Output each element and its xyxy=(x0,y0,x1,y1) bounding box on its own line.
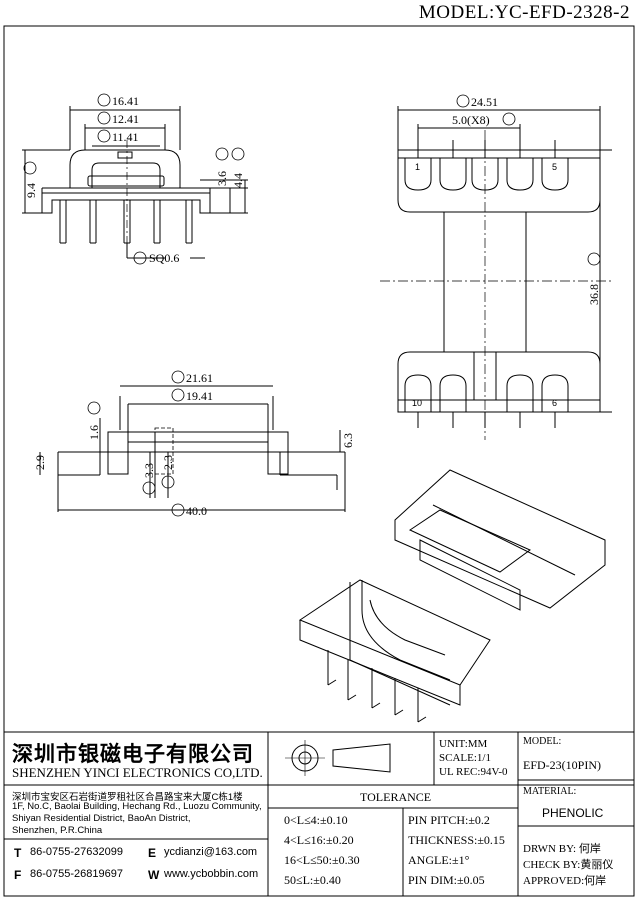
approved-by: APPROVED:何岸 xyxy=(523,875,607,887)
side-view xyxy=(39,385,346,512)
email-address: ycdianzi@163.com xyxy=(164,846,258,858)
pin-6-label: 6 xyxy=(552,398,557,408)
dim-j: 19.41 xyxy=(186,389,213,403)
dim-2-9: 2.9 xyxy=(33,455,47,470)
unit: UNIT:MM xyxy=(439,738,488,750)
web-label: W xyxy=(148,868,160,882)
company-name-en: SHENZHEN YINCI ELECTRONICS CO,LTD. xyxy=(12,765,263,780)
material-value: PHENOLIC xyxy=(542,806,604,820)
tolerance-row-3: 16<L≤50:±0.30 xyxy=(284,853,360,867)
dim-c: 11.41 xyxy=(112,130,139,144)
website: www.ycbobbin.com xyxy=(164,868,259,880)
pin-dim-tol: PIN DIM:±0.05 xyxy=(408,873,485,887)
pin-1-label: 1 xyxy=(415,162,420,172)
model-title: MODEL: xyxy=(523,736,562,747)
dim-6-3: 6.3 xyxy=(341,433,355,448)
dim-b: 12.41 xyxy=(112,112,139,126)
dim-l: 2.3 xyxy=(161,455,175,470)
address-line-1: 1F, No.C, Baolai Building, Hechang Rd., … xyxy=(12,801,262,812)
pin-10-label: 10 xyxy=(412,398,422,408)
email-label: E xyxy=(148,846,157,860)
isometric-view xyxy=(298,469,606,723)
dimension-labels: 16.41 12.41 11.41 9.4 SQ0.6 3.6 4.4 24.5… xyxy=(24,94,601,518)
front-view xyxy=(22,106,248,259)
tel-label: T xyxy=(14,846,22,860)
drawing-border xyxy=(3,25,635,897)
dim-n: 24.51 xyxy=(471,95,498,109)
thickness-tol: THICKNESS:±0.15 xyxy=(408,833,505,847)
dim-i: 21.61 xyxy=(186,371,213,385)
drawn-by: DRWN BY: 何岸 xyxy=(523,843,601,855)
scale: SCALE:1/1 xyxy=(439,752,491,764)
dim-a: 16.41 xyxy=(112,94,139,108)
pin-pitch-tol: PIN PITCH:±0.2 xyxy=(408,813,490,827)
tel-number: 86-0755-27632099 xyxy=(30,846,123,858)
fax-number: 86-0755-26819697 xyxy=(30,868,123,880)
model-number: MODEL:YC-EFD-2328-2 xyxy=(418,2,630,23)
title-block xyxy=(4,731,634,896)
dim-e: SQ0.6 xyxy=(149,251,179,265)
ul-rec: UL REC:94V-0 xyxy=(439,766,508,778)
dim-h: 1.6 xyxy=(87,425,101,440)
address-line-2: Shiyan Residential District, BaoAn Distr… xyxy=(12,813,191,824)
dim-f: 3.6 xyxy=(215,171,229,186)
address-line-3: Shenzhen, P.R.China xyxy=(12,825,103,836)
tolerance-row-4: 50≤L:±0.40 xyxy=(284,873,341,887)
company-name-cn: 深圳市银磁电子有限公司 xyxy=(12,742,254,766)
dimension-markers xyxy=(23,93,601,517)
angle-tol: ANGLE:±1° xyxy=(408,853,470,867)
tolerance-title: TOLERANCE xyxy=(360,790,432,804)
fax-label: F xyxy=(14,868,22,882)
dim-k: 3.3 xyxy=(142,463,156,478)
dim-d: 9.4 xyxy=(24,183,38,198)
model-value: EFD-23(10PIN) xyxy=(523,758,601,772)
dim-m: 40.0 xyxy=(186,504,207,518)
tolerance-row-2: 4<L≤16:±0.20 xyxy=(284,833,354,847)
dim-o: 5.0(X8) xyxy=(452,113,490,127)
top-view xyxy=(380,106,612,440)
checked-by: CHECK BY:黄丽仪 xyxy=(523,859,614,871)
dim-p: 36.8 xyxy=(587,284,601,305)
tolerance-row-1: 0<L≤4:±0.10 xyxy=(284,813,348,827)
dim-g: 4.4 xyxy=(231,173,245,188)
address-cn: 深圳市宝安区石岩街道罗租社区合昌路宝来大厦C栋1楼 xyxy=(12,792,243,803)
pin-5-label: 5 xyxy=(552,162,557,172)
material-title: MATERIAL: xyxy=(523,786,577,797)
